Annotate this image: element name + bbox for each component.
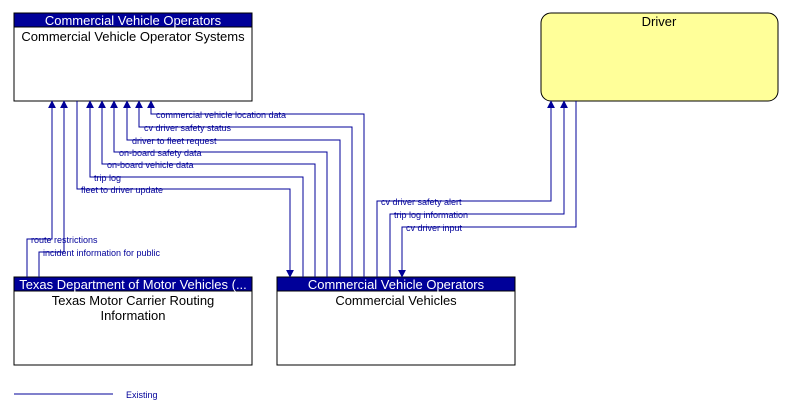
node-txdmv-title-line2: Information bbox=[100, 308, 165, 323]
legend: Existing bbox=[14, 390, 158, 400]
flow-fleet-to-driver-update[interactable]: fleet to driver update bbox=[76, 101, 294, 278]
flow-label: commercial vehicle location data bbox=[156, 110, 286, 120]
flow-label: trip log bbox=[94, 173, 121, 183]
node-commercial-vehicles-header-label: Commercial Vehicle Operators bbox=[308, 277, 485, 292]
flow-cv-driver-input[interactable]: cv driver input bbox=[398, 101, 577, 278]
node-cvo-systems-title: Commercial Vehicle Operator Systems bbox=[21, 29, 245, 44]
flow-trip-log-information[interactable]: trip log information bbox=[389, 100, 568, 277]
node-txdmv-title-line1: Texas Motor Carrier Routing bbox=[52, 293, 215, 308]
flow-label: incident information for public bbox=[43, 248, 161, 258]
node-driver-title: Driver bbox=[642, 14, 677, 29]
flow-label: on-board vehicle data bbox=[107, 160, 194, 170]
flow-label: cv driver input bbox=[406, 223, 463, 233]
flow-commercial-vehicle-location-data[interactable]: commercial vehicle location data bbox=[147, 100, 365, 277]
flow-on-board-vehicle-data[interactable]: on-board vehicle data bbox=[98, 100, 316, 277]
node-commercial-vehicles-header bbox=[276, 276, 516, 292]
flow-driver-to-fleet-request[interactable]: driver to fleet request bbox=[123, 100, 341, 277]
node-txdmv-header bbox=[13, 276, 253, 292]
flow-label: trip log information bbox=[394, 210, 468, 220]
flow-label: cv driver safety status bbox=[144, 123, 232, 133]
flow-cv-driver-safety-alert[interactable]: cv driver safety alert bbox=[376, 100, 555, 277]
node-cvo-systems-header-label: Commercial Vehicle Operators bbox=[45, 13, 222, 28]
legend-existing-label: Existing bbox=[126, 390, 158, 400]
flow-incident-information-for-public[interactable]: incident information for public bbox=[38, 100, 161, 277]
flow-cv-driver-safety-status[interactable]: cv driver safety status bbox=[135, 100, 353, 277]
flow-label: fleet to driver update bbox=[81, 185, 163, 195]
node-commercial-vehicles[interactable]: Commercial Vehicle Operators Commercial … bbox=[276, 276, 516, 366]
flow-route-restrictions[interactable]: route restrictions bbox=[26, 100, 98, 277]
flow-label: cv driver safety alert bbox=[381, 197, 462, 207]
flow-on-board-safety-data[interactable]: on-board safety data bbox=[110, 100, 328, 277]
node-cvo-systems-header bbox=[13, 12, 253, 28]
flow-trip-log[interactable]: trip log bbox=[86, 100, 304, 277]
flow-label: on-board safety data bbox=[119, 148, 202, 158]
node-txdmv-header-label: Texas Department of Motor Vehicles (... bbox=[19, 277, 247, 292]
flow-label: route restrictions bbox=[31, 235, 98, 245]
node-commercial-vehicles-title: Commercial Vehicles bbox=[335, 293, 457, 308]
node-txdmv[interactable]: Texas Department of Motor Vehicles (... … bbox=[13, 276, 253, 366]
flow-label: driver to fleet request bbox=[132, 136, 217, 146]
node-driver[interactable]: Driver bbox=[540, 12, 779, 102]
node-cvo-systems[interactable]: Commercial Vehicle Operators Commercial … bbox=[13, 12, 253, 102]
